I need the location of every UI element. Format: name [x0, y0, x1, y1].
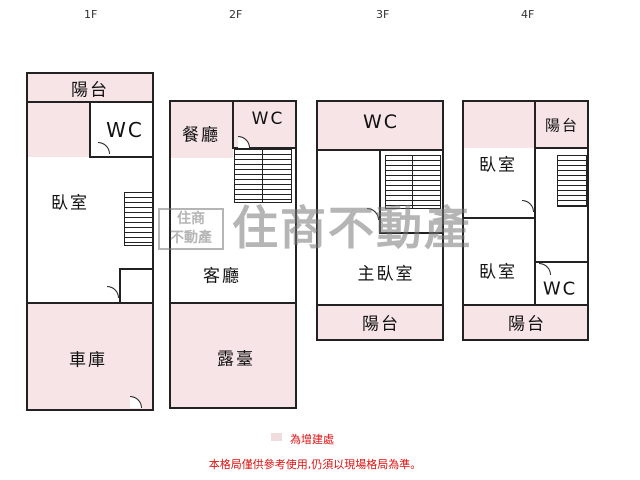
watermark-logo: 住商不動產	[158, 208, 224, 250]
garage-1f	[26, 302, 154, 411]
legend-swatch	[271, 433, 282, 441]
floor-label-2f: 2F	[229, 8, 243, 21]
label-wc: WC	[362, 111, 400, 133]
disclaimer: 本格局僅供參考使用,仍須以現場格局為準。	[208, 458, 422, 471]
label-garage: 車庫	[69, 350, 107, 371]
label-wc: WC	[542, 278, 578, 300]
label-balcony: 陽台	[71, 80, 109, 101]
floor-label-1f: 1F	[84, 8, 98, 21]
label-balcony: 陽台	[362, 314, 400, 335]
stairs-2f	[262, 149, 292, 203]
label-master-bedroom: 主臥室	[357, 264, 415, 285]
wc-1f	[89, 101, 154, 158]
label-bedroom: 臥室	[51, 193, 89, 214]
label-bedroom: 臥室	[479, 262, 517, 283]
balcony-small-4f	[534, 100, 589, 149]
label-wc: WC	[106, 118, 144, 142]
label-balcony: 陽台	[544, 116, 580, 135]
terrace-2f	[169, 302, 297, 409]
watermark-text: 住商不動產	[232, 201, 472, 255]
floor-label-3f: 3F	[376, 8, 390, 21]
label-balcony: 陽台	[508, 314, 546, 335]
stairs-3f	[412, 155, 441, 209]
label-wc: WC	[251, 109, 285, 129]
stairs-1f	[124, 192, 153, 246]
label-dining: 餐廳	[182, 125, 220, 146]
balcony-3f	[316, 304, 444, 341]
stairs-4f	[557, 155, 587, 207]
label-bedroom: 臥室	[479, 155, 517, 176]
label-terrace: 露臺	[217, 349, 255, 370]
legend-text: 為增建處	[290, 433, 334, 446]
label-living-room: 客廳	[203, 266, 241, 287]
floor-label-4f: 4F	[521, 8, 535, 21]
balcony-4f	[462, 304, 589, 341]
